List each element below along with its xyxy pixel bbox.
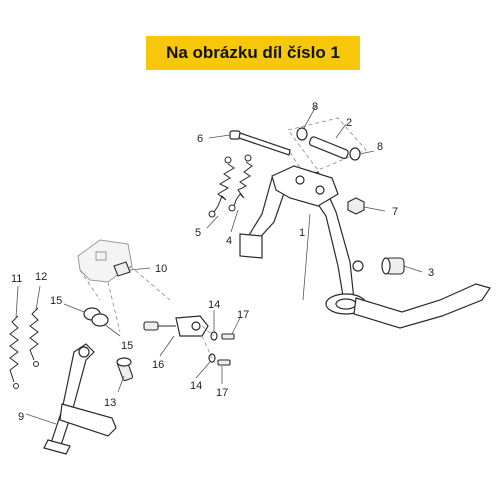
side-stand-springs <box>9 307 39 389</box>
leader-lines <box>15 105 423 425</box>
o-rings <box>83 307 109 327</box>
callout-2: 2 <box>346 117 352 129</box>
callout-labels: 1 2 3 4 5 6 7 8 8 9 10 11 12 13 14 14 15… <box>11 101 434 423</box>
side-stand-pivot-bolt <box>116 357 134 382</box>
part-number-banner: Na obrázku díl číslo 1 <box>146 36 360 70</box>
callout-5: 5 <box>195 227 201 239</box>
callout-16: 16 <box>152 359 164 371</box>
main-stand-springs <box>208 154 253 218</box>
callout-15-left: 15 <box>50 295 62 307</box>
callout-6: 6 <box>197 133 203 145</box>
side-stand <box>43 343 117 455</box>
side-stand-switch <box>143 315 209 337</box>
lock-nut <box>347 197 365 215</box>
rubber-bush <box>381 257 405 275</box>
callout-12: 12 <box>35 271 47 283</box>
callout-14-top: 14 <box>208 299 220 311</box>
callout-14-bottom: 14 <box>190 380 202 392</box>
callout-8-right: 8 <box>377 141 383 153</box>
small-screws <box>201 325 235 366</box>
callout-9: 9 <box>18 411 24 423</box>
callout-4: 4 <box>226 235 232 247</box>
callout-11: 11 <box>11 273 22 285</box>
long-bolt <box>229 130 301 169</box>
callout-10: 10 <box>155 263 167 275</box>
pivot-pin-assembly <box>287 117 367 171</box>
stop-switch-nub <box>113 261 131 277</box>
callout-17-bottom: 17 <box>216 387 228 399</box>
main-stand <box>239 165 491 329</box>
callout-15-right: 15 <box>121 340 133 352</box>
banner-text: Na obrázku díl číslo 1 <box>166 43 340 62</box>
callout-8-top: 8 <box>312 101 318 113</box>
callout-17-top: 17 <box>237 309 249 321</box>
callout-13: 13 <box>104 397 116 409</box>
callout-1: 1 <box>299 227 305 239</box>
callout-3: 3 <box>428 267 434 279</box>
callout-7: 7 <box>392 206 398 218</box>
